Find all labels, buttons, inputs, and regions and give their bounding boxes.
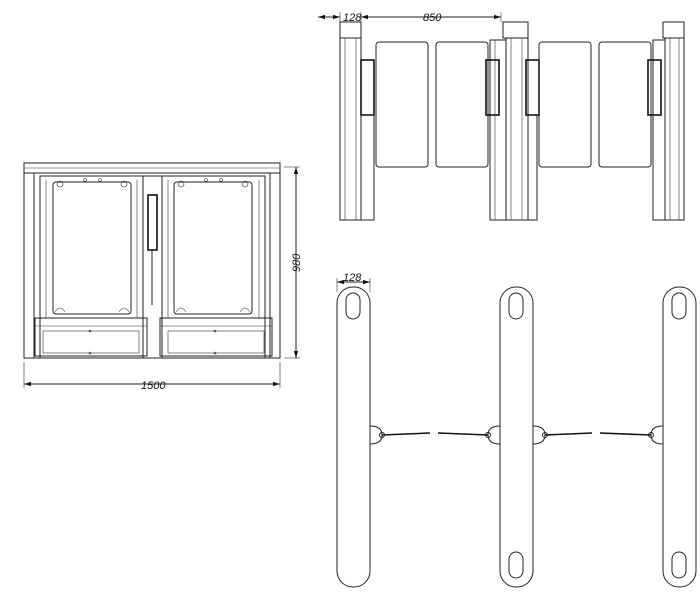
dim-plan-post-width: 128 xyxy=(343,272,362,284)
front-cabinet-left xyxy=(34,317,148,357)
front-cabinet-right xyxy=(159,317,273,357)
top-glass-3 xyxy=(538,41,592,168)
dim-top-gate-span: 850 xyxy=(423,12,442,24)
front-elevation-view: 1500 980 xyxy=(23,162,303,392)
top-glass-1 xyxy=(375,41,429,168)
top-glass-4 xyxy=(598,41,652,168)
front-glass-right xyxy=(173,181,253,315)
dim-front-width: 1500 xyxy=(141,380,166,392)
top-view: 128 850 xyxy=(318,12,685,221)
plan-post-middle xyxy=(499,286,534,588)
dim-top-post-width: 128 xyxy=(343,12,362,24)
plan-post-left xyxy=(336,286,371,588)
plan-post-right xyxy=(662,286,697,588)
top-glass-2 xyxy=(435,41,489,168)
front-glass-left xyxy=(52,181,132,315)
dim-front-height: 980 xyxy=(291,253,303,272)
plan-view: 128 xyxy=(336,272,697,588)
